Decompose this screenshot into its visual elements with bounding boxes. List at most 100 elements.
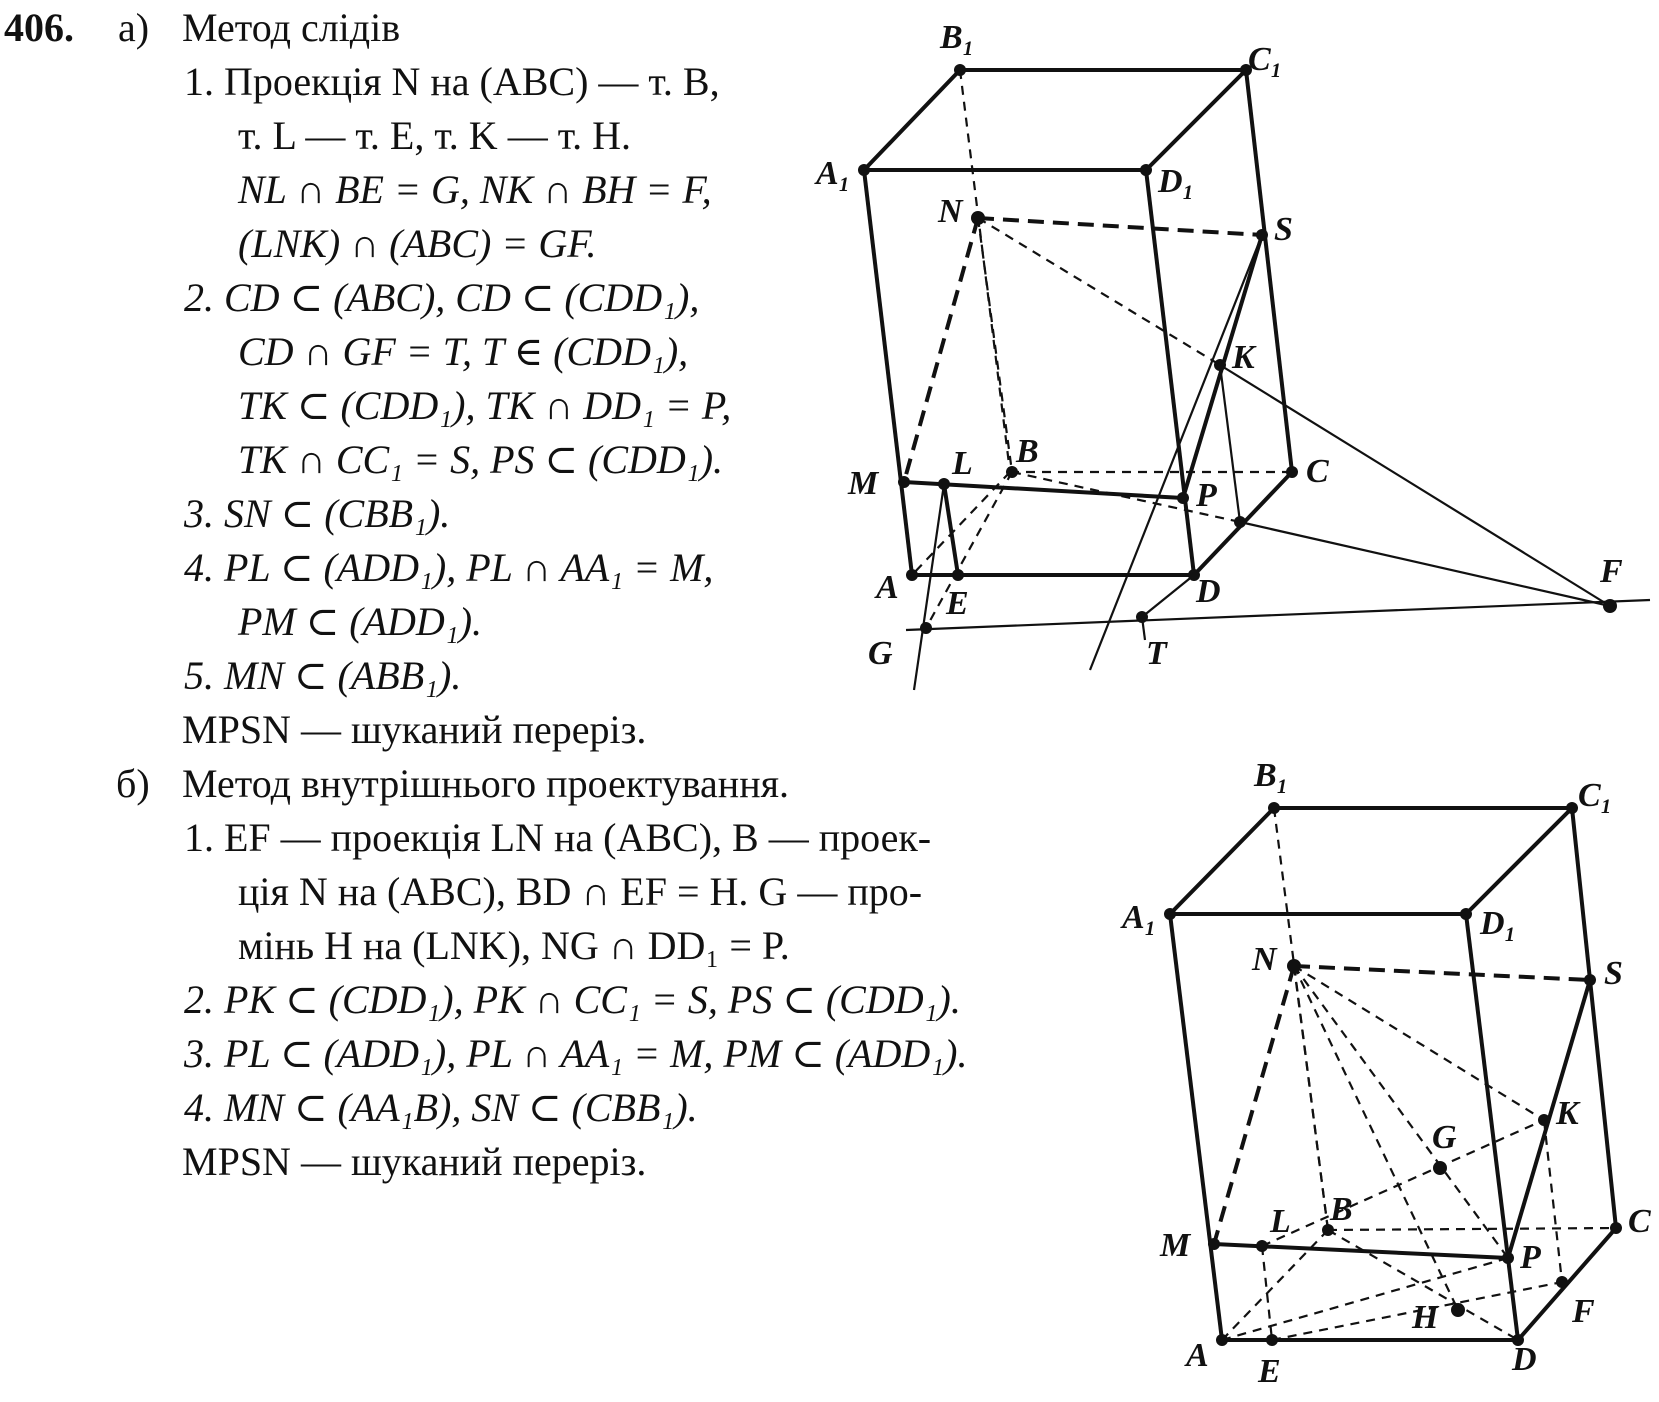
figure-a-point-b (1006, 466, 1018, 478)
figure-a-label-p: P (1195, 477, 1217, 514)
part-b-line: MPSN — шуканий переріз. (182, 1139, 647, 1184)
figure-a-label-c: C (1306, 453, 1329, 490)
figure-b-point-e (1266, 1334, 1278, 1346)
part-b-line: 4. MN ⊂ (AA₁B), SN ⊂ (CBB₁). (184, 1085, 698, 1130)
figure-b-point-a (1216, 1334, 1228, 1346)
figure-a-segment-mp (903, 480, 1184, 500)
figure-b-edge-bc (1327, 1226, 1617, 1232)
figure-a-label-t: T (1146, 635, 1168, 672)
part-a-line: TK ⊂ (CDD₁), TK ∩ DD₁ = P, (238, 383, 732, 428)
figure-a-label-f: F (1599, 553, 1623, 590)
problem-number: 406. (4, 5, 74, 50)
figure-b-segment-kf (1542, 1119, 1564, 1283)
figure-a-edge-dd1 (1144, 169, 1196, 576)
figure-a-label-d1: D₁ (1157, 163, 1194, 200)
figure-b-label-n: N (1251, 941, 1278, 978)
figure-b-point-d (1512, 1334, 1524, 1346)
figure-b-label-k: K (1555, 1095, 1581, 1132)
figure-b-label-c1: C₁ (1578, 777, 1613, 814)
figure-a-point-m (898, 476, 910, 488)
figure-b-label-h: H (1411, 1299, 1440, 1336)
part-a-title: Метод слідів (182, 5, 401, 50)
figure-b-label-p: P (1519, 1239, 1541, 1276)
figure-a-label-s: S (1274, 211, 1293, 248)
figure-a-label-e: E (945, 585, 969, 622)
figure-a-point-s (1256, 229, 1268, 241)
figure-b-segment-bd (1327, 1229, 1519, 1341)
figure-b-label-s: S (1604, 955, 1623, 992)
part-b-marker: б) (116, 761, 150, 806)
figure-b-segment-nk (1293, 965, 1545, 1121)
figure-a-segment-nb (976, 217, 1014, 473)
figure-b-point-m (1208, 1238, 1220, 1250)
part-b-line: мінь H на (LNK), NG ∩ DD₁ = P. (238, 923, 790, 968)
figure-b-point-h (1451, 1303, 1465, 1317)
figure-b-label-g: G (1432, 1119, 1457, 1156)
part-a-line: 3. SN ⊂ (CBB₁). (184, 491, 451, 536)
figure-b-point-l (1256, 1240, 1268, 1252)
figure-b-segment-lk (1261, 1118, 1545, 1248)
figure-a-label-k: K (1231, 339, 1257, 376)
figure-a-point-c (1286, 466, 1298, 478)
figure-a-edge-aa1 (862, 169, 914, 576)
figure-b-point-d1 (1460, 908, 1472, 920)
figure-b-point-b (1322, 1224, 1334, 1236)
figure-b-label-a: A (1184, 1337, 1209, 1374)
figure-a-point-t (1136, 611, 1148, 623)
figure-b-label-b: B (1329, 1191, 1353, 1228)
figure-b-label-b1: B₁ (1253, 757, 1289, 794)
figure-a-line-lg (912, 483, 946, 691)
figure-a-segment-bh (1011, 470, 1241, 524)
figure-a-point-f (1603, 599, 1617, 613)
figure-b-segment-nb (1292, 965, 1330, 1231)
part-a-line: 1. Проекція N на (ABC) — т. B, (184, 59, 720, 104)
figure-b-point-f (1556, 1276, 1568, 1288)
figure-a-label-d: D (1195, 573, 1221, 610)
figure-a-line-hf (1239, 520, 1611, 608)
figure-b-point-c (1610, 1222, 1622, 1234)
figure-b-edge-cc1 (1570, 807, 1618, 1229)
figure-a-point-a (906, 569, 918, 581)
figure-a-line-gf (905, 598, 1651, 632)
figure-b-point-n (1287, 959, 1301, 973)
figure-b-segment-ns (1293, 964, 1591, 982)
figure-b-segment-np (1293, 965, 1509, 1259)
part-a-line: т. L — т. E, т. K — т. H. (238, 113, 632, 158)
figure-b-point-g (1433, 1161, 1447, 1175)
figure-b-label-d: D (1511, 1341, 1537, 1378)
figure-a-point-h (1234, 516, 1246, 528)
part-a-marker: а) (118, 5, 150, 50)
figure-a-point-k (1214, 359, 1226, 371)
figure-b-label-a1: A₁ (1120, 899, 1157, 936)
figure-a-line-kf (1219, 364, 1611, 607)
figure-a-point-n (971, 211, 985, 225)
figure-a-segment-le (942, 483, 960, 576)
figure-a-label-a: A (874, 569, 899, 606)
figure-a-point-d (1188, 569, 1200, 581)
figure-a-point-b1 (954, 64, 966, 76)
figure-a-line-st (1088, 234, 1264, 671)
part-a-line: PM ⊂ (ADD₁). (238, 599, 483, 644)
figure-a-line-dt (1141, 574, 1195, 618)
figure-b-point-p (1502, 1252, 1514, 1264)
figure-b-edge-dd1 (1464, 913, 1520, 1341)
part-a-line: MPSN — шуканий переріз. (182, 707, 647, 752)
part-b-line: 3. PL ⊂ (ADD₁), PL ∩ AA₁ = M, PM ⊂ (ADD₁… (184, 1031, 968, 1076)
figure-b-label-c: C (1628, 1203, 1651, 1240)
figure-a-segment-ns (977, 216, 1263, 237)
figure-a-label-c1: C₁ (1248, 41, 1283, 78)
part-b-line: ція N на (ABC), BD ∩ EF = H. G — про- (238, 869, 923, 914)
part-b-line: 1. EF — проекція LN на (ABC), B — проек- (184, 815, 932, 860)
figure-a-label-b: B (1015, 433, 1039, 470)
figure-a-point-d1 (1140, 164, 1152, 176)
figure-a-point-a1 (858, 164, 870, 176)
figure-a-label-b1: B₁ (939, 19, 975, 56)
figure-b-point-k (1538, 1114, 1550, 1126)
figure-b-label-d1: D₁ (1479, 905, 1516, 942)
figure-b-label-l: L (1269, 1203, 1291, 1240)
figure-a-segment-nm (902, 217, 980, 483)
part-a-line: 2. CD ⊂ (ABC), CD ⊂ (CDD₁), (184, 275, 700, 320)
